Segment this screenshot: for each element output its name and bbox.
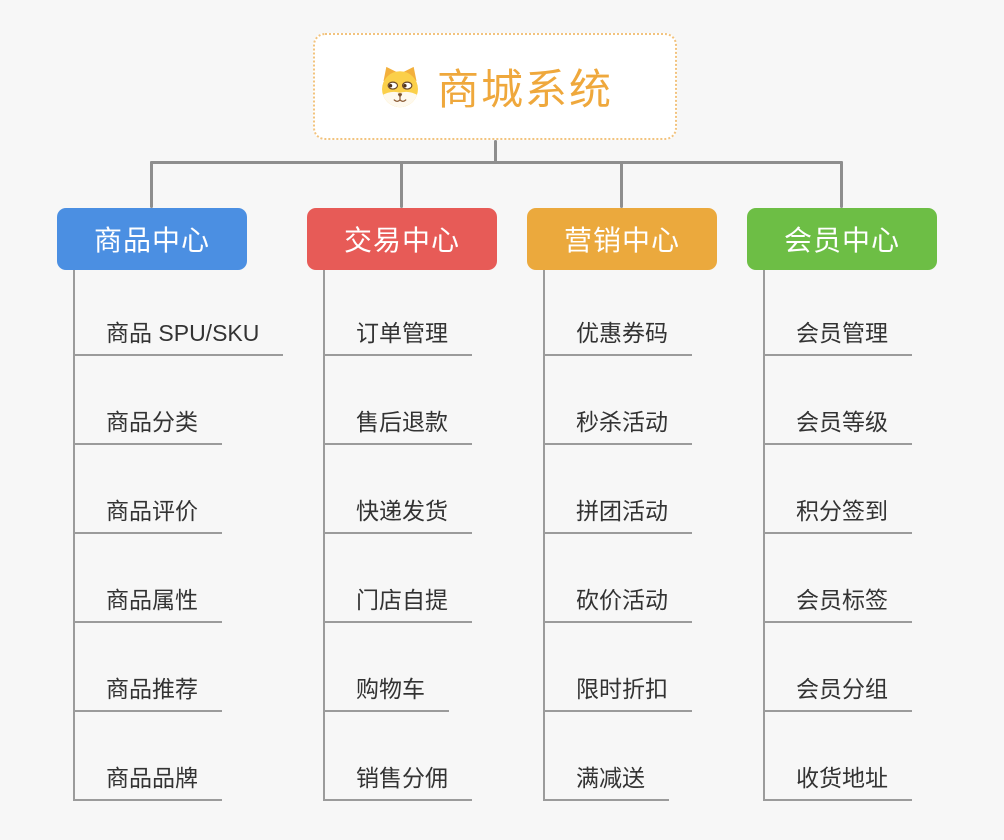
branch-label: 会员中心 (783, 225, 900, 256)
leaf-node[interactable]: 快递发货 (323, 498, 472, 534)
leaf-node[interactable]: 优惠券码 (543, 320, 692, 356)
branch-label: 商品中心 (93, 225, 210, 256)
connector-line (150, 161, 153, 208)
leaf-node[interactable]: 砍价活动 (543, 587, 692, 623)
leaf-node[interactable]: 销售分佣 (323, 765, 472, 801)
leaf-node[interactable]: 秒杀活动 (543, 409, 692, 445)
branch-spine (763, 270, 765, 801)
root-title: 商城系统 (436, 66, 613, 113)
connector-line (494, 140, 497, 164)
leaf-node[interactable]: 商品分类 (73, 409, 222, 445)
leaf-node[interactable]: 限时折扣 (543, 676, 692, 712)
leaf-node[interactable]: 门店自提 (323, 587, 472, 623)
leaf-node[interactable]: 订单管理 (323, 320, 472, 356)
leaf-node[interactable]: 商品评价 (73, 498, 222, 534)
leaf-node[interactable]: 商品推荐 (73, 676, 222, 712)
branch-header-member-center[interactable]: 会员中心 (747, 208, 937, 270)
connector-line (400, 161, 403, 208)
leaf-node[interactable]: 商品 SPU/SKU (73, 320, 284, 356)
leaf-node[interactable]: 购物车 (323, 676, 449, 712)
connector-line (840, 161, 843, 208)
dog-face-icon (377, 64, 423, 110)
leaf-node[interactable]: 售后退款 (323, 409, 472, 445)
leaf-node[interactable]: 收货地址 (763, 765, 912, 801)
branch-header-marketing-center[interactable]: 营销中心 (527, 208, 717, 270)
branch-label: 交易中心 (343, 225, 460, 256)
branch-header-product-center[interactable]: 商品中心 (57, 208, 247, 270)
branch-spine (73, 270, 75, 801)
leaf-node[interactable]: 积分签到 (763, 498, 912, 534)
leaf-node[interactable]: 会员分组 (763, 676, 912, 712)
leaf-node[interactable]: 满减送 (543, 765, 669, 801)
leaf-node[interactable]: 会员等级 (763, 409, 912, 445)
leaf-node[interactable]: 会员管理 (763, 320, 912, 356)
branch-label: 营销中心 (563, 225, 680, 256)
leaf-node[interactable]: 会员标签 (763, 587, 912, 623)
branch-header-trade-center[interactable]: 交易中心 (307, 208, 497, 270)
leaf-node[interactable]: 商品品牌 (73, 765, 222, 801)
connector-line (150, 161, 843, 164)
leaf-node[interactable]: 商品属性 (73, 587, 222, 623)
root-node[interactable]: 商城系统 (313, 33, 677, 140)
branch-spine (543, 270, 545, 801)
leaf-node[interactable]: 拼团活动 (543, 498, 692, 534)
connector-line (620, 161, 623, 208)
branch-spine (323, 270, 325, 801)
